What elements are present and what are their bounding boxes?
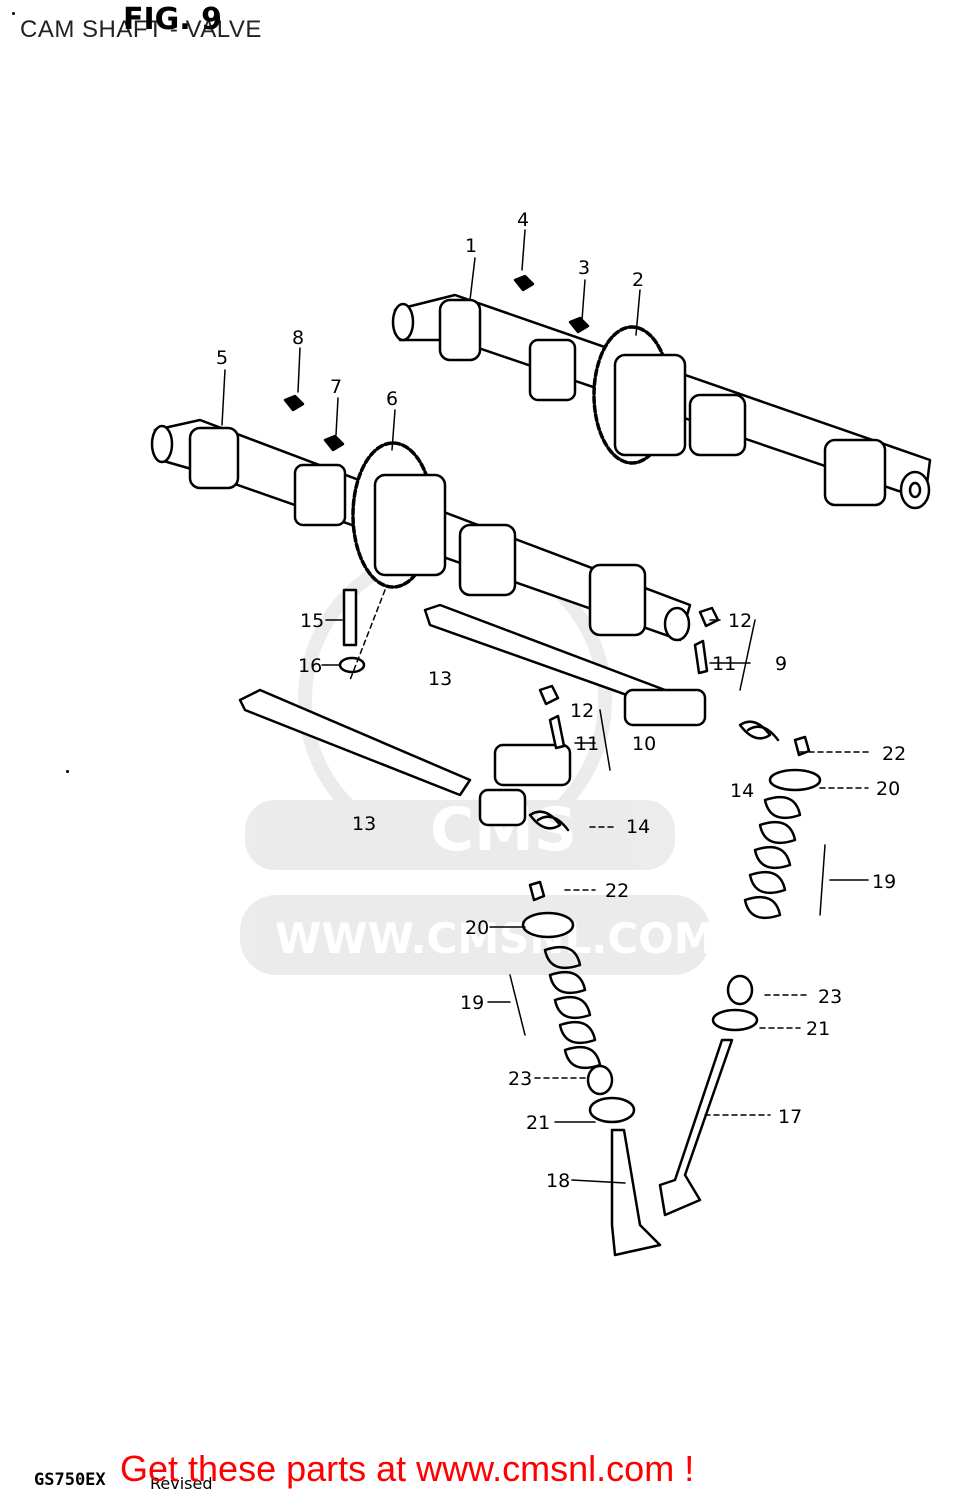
intake-cam-sprocket: [592, 325, 687, 465]
callout-7: 7: [330, 376, 342, 398]
rocker-shafts: [238, 603, 667, 797]
leader-lines: [221, 229, 871, 1184]
callout-16: 16: [298, 655, 322, 677]
callout-8: 8: [292, 327, 304, 349]
intake-valve-assembly: [521, 880, 662, 1257]
callout-18: 18: [546, 1170, 570, 1192]
callout-labels: 1 4 3 2 5 8 7 6 15 16 13 12 11 9 12 11 1…: [216, 209, 906, 1192]
page-title: CAM SHAFT - VALVE: [20, 16, 262, 43]
callout-22-right: 22: [882, 743, 906, 765]
callout-13-upper: 13: [428, 668, 452, 690]
model-code: GS750EX: [34, 1470, 106, 1490]
callout-21-left: 21: [526, 1112, 550, 1134]
exhaust-cam-sprocket: [351, 441, 447, 589]
corner-dot: [12, 12, 15, 15]
revision-note: Revised: [150, 1474, 213, 1493]
exhaust-valve-assembly: [658, 735, 822, 1217]
callout-9: 9: [775, 653, 787, 675]
callout-2: 2: [632, 269, 644, 291]
bolt-and-washer: [338, 588, 366, 674]
callout-15: 15: [300, 610, 324, 632]
rocker-springs: [528, 720, 780, 832]
parts-link-banner[interactable]: Get these parts at www.cmsnl.com !: [120, 1448, 695, 1489]
cms-watermark: CMS WWW.CMSNL.COM: [240, 543, 716, 975]
callout-12-upper: 12: [728, 610, 752, 632]
callout-1: 1: [465, 235, 477, 257]
margin-dot: [66, 770, 69, 773]
callout-12-lower: 12: [570, 700, 594, 722]
callout-17: 17: [778, 1106, 802, 1128]
figure-label: FIG. 9: [123, 2, 222, 37]
callout-13-lower: 13: [352, 813, 376, 835]
callout-14-right: 14: [730, 780, 754, 802]
callout-4: 4: [517, 209, 529, 231]
callout-19-right: 19: [872, 871, 896, 893]
callout-11-upper: 11: [712, 653, 736, 675]
sprocket-bolts: [283, 274, 590, 452]
rocker-arms: [478, 606, 720, 827]
callout-14-left: 14: [626, 816, 650, 838]
callout-23-right: 23: [818, 986, 842, 1008]
callout-22-left: 22: [605, 880, 629, 902]
callout-20-right: 20: [876, 778, 900, 800]
callout-3: 3: [578, 257, 590, 279]
callout-11-lower: 11: [575, 733, 599, 755]
callout-23-left: 23: [508, 1068, 532, 1090]
callout-20-left: 20: [465, 917, 489, 939]
watermark-url: WWW.CMSNL.COM: [275, 914, 716, 963]
callout-10: 10: [632, 733, 656, 755]
callout-6: 6: [386, 388, 398, 410]
callout-5: 5: [216, 347, 228, 369]
callout-21-right: 21: [806, 1018, 830, 1040]
callout-19-left: 19: [460, 992, 484, 1014]
